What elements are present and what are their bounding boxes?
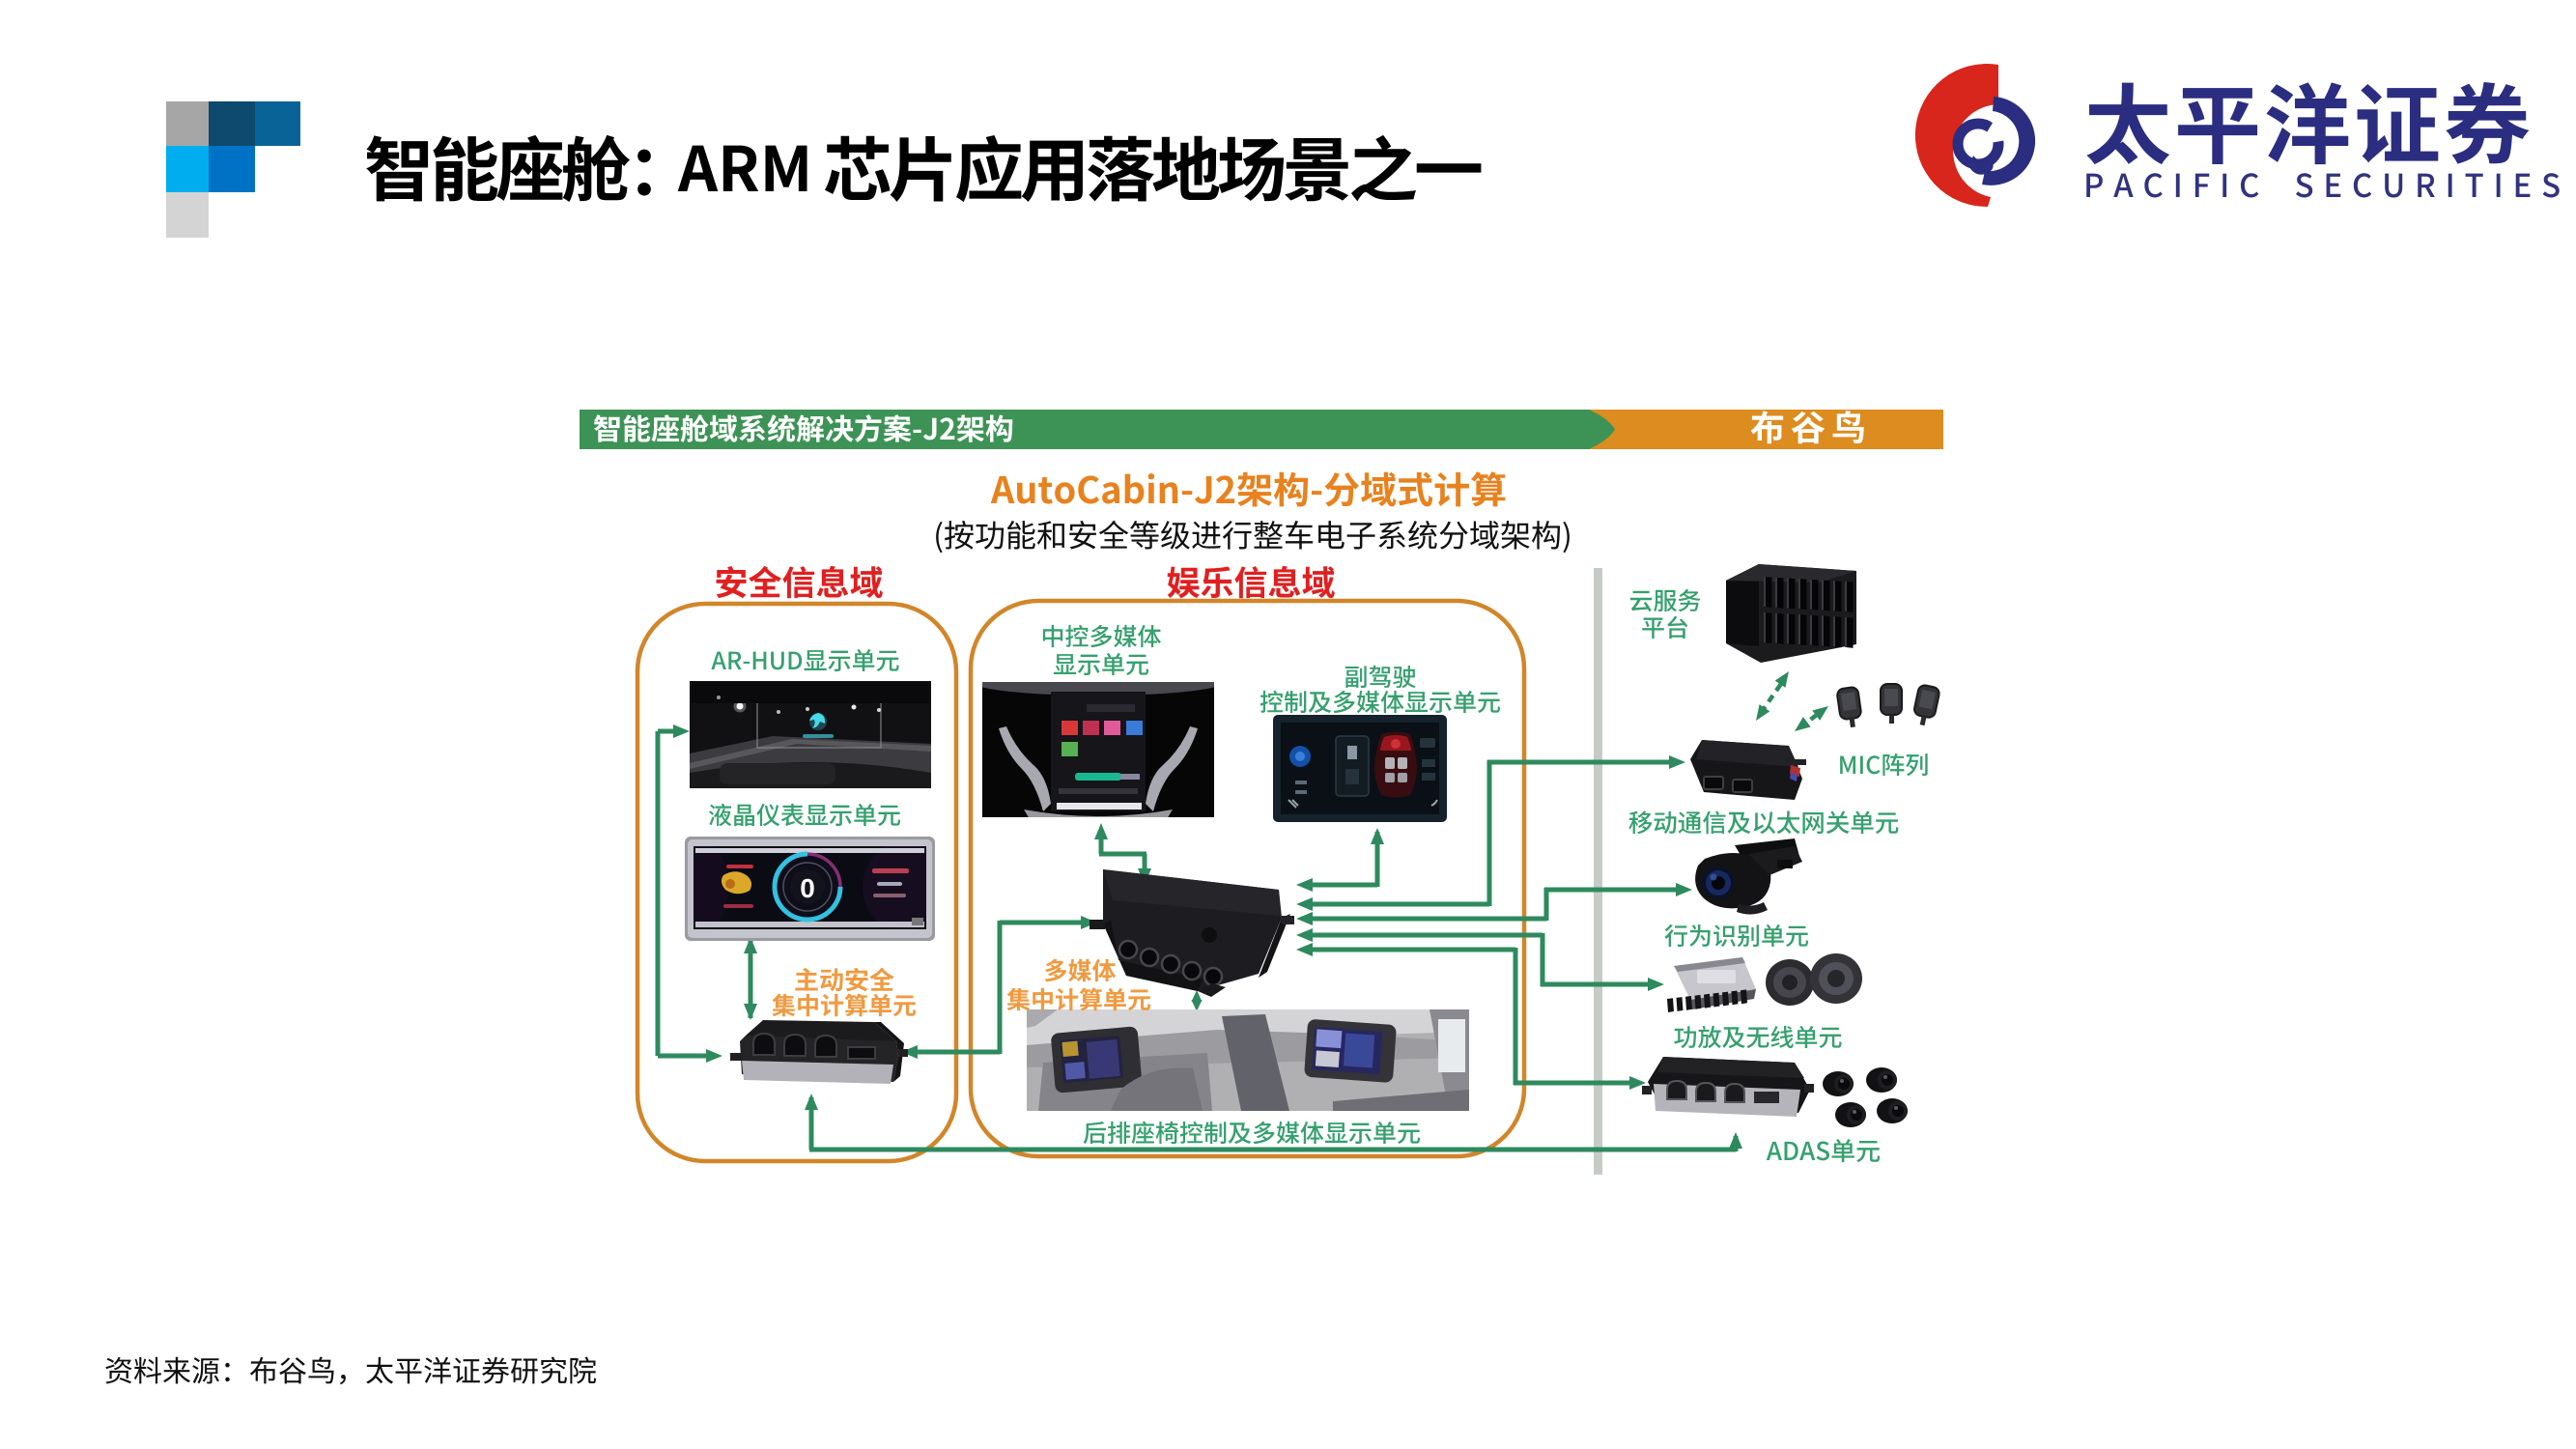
svg-text:0: 0 (800, 873, 815, 903)
